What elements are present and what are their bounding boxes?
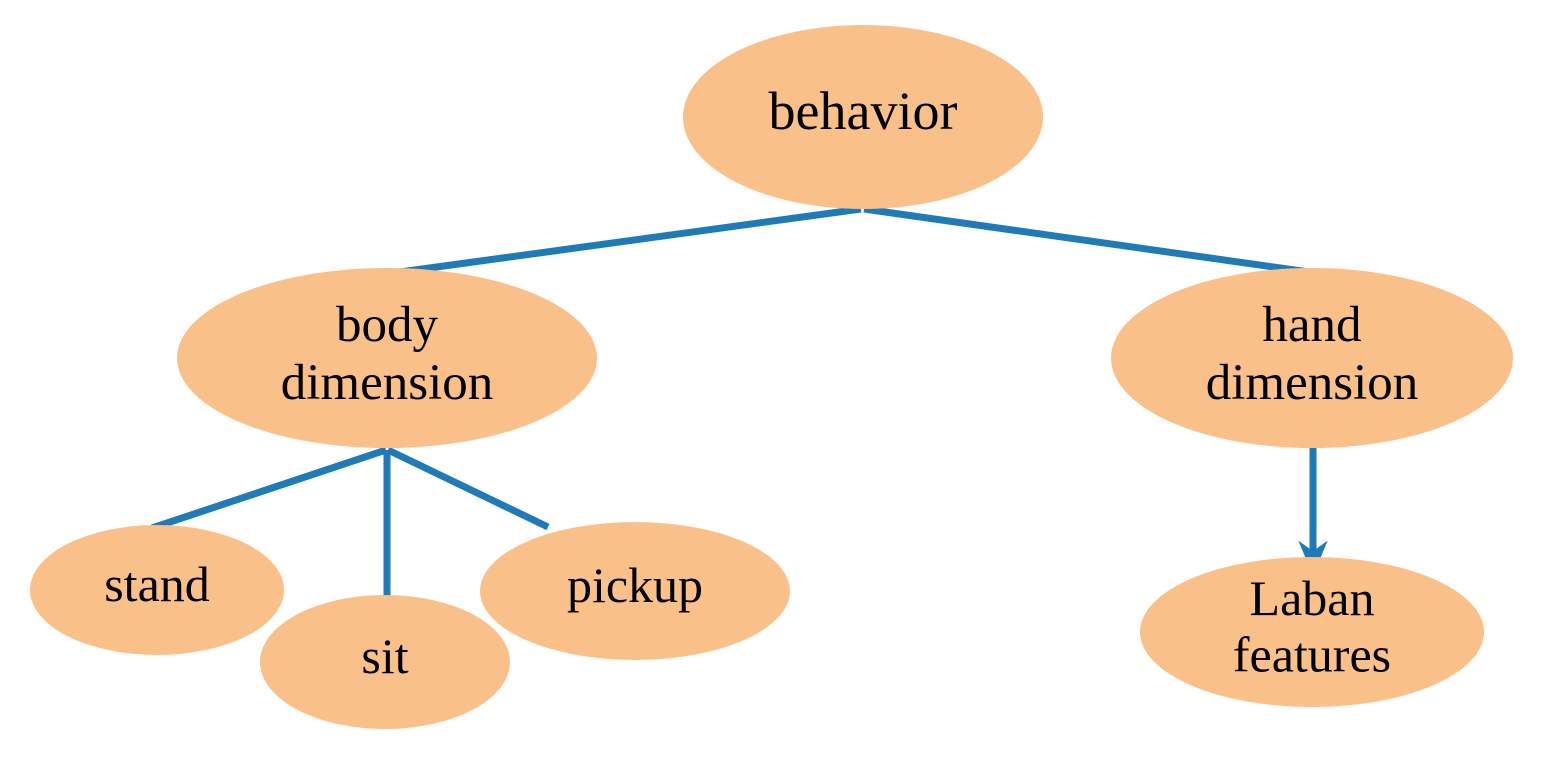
node-label-line: sit [361,628,408,684]
node-label-line: features [1233,627,1391,683]
node-behavior[interactable]: behavior [683,25,1043,209]
edge-behavior-to-body-dimension [399,205,862,276]
edge-behavior-to-hand-dimension [863,205,1310,276]
node-shape-sit [260,595,510,729]
node-label-behavior: behavior [769,81,958,141]
node-label-line: behavior [769,81,958,141]
edge-body-dimension-to-pickup [386,446,550,531]
node-label-pickup: pickup [567,557,703,613]
node-label-line: dimension [1206,355,1419,411]
node-shape-hand-dimension [1111,268,1513,448]
node-shape-laban-features [1140,557,1484,707]
node-shape-body-dimension [177,268,597,448]
node-shape-pickup [480,522,790,660]
node-pickup[interactable]: pickup [480,522,790,660]
node-label-line: hand [1262,297,1361,353]
node-label-line: body [336,297,439,353]
node-label-line: Laban [1250,570,1375,626]
node-label-line: dimension [281,355,494,411]
node-stand[interactable]: stand [30,525,284,655]
node-label-line: pickup [567,557,703,613]
node-shape-stand [30,525,284,655]
edges-layer [150,205,1328,598]
node-label-stand: stand [104,556,210,612]
node-shape-behavior [683,25,1043,209]
node-label-line: stand [104,556,210,612]
node-label-sit: sit [361,628,408,684]
edge-body-dimension-to-stand [150,446,388,532]
node-sit[interactable]: sit [260,595,510,729]
